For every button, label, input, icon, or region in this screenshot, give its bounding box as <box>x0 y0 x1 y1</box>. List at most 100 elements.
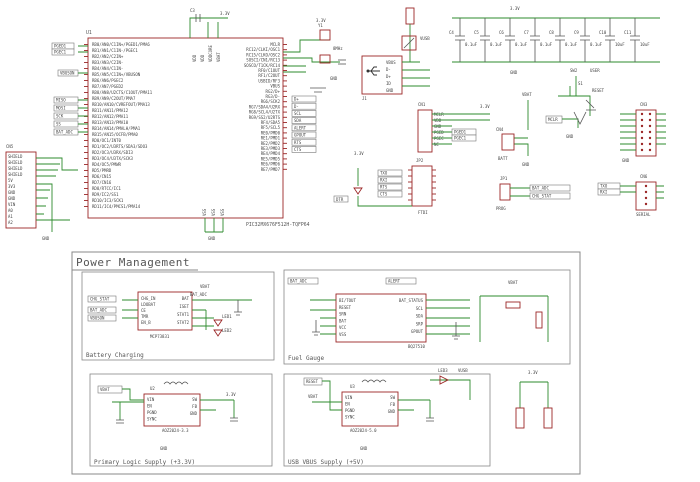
mcu-right-tag: ALERT <box>294 125 307 130</box>
logic-pin-left: PGND <box>147 410 157 415</box>
mcu-left-pin: RB14/AN14/PMALH/PMA1 <box>92 126 141 131</box>
mcu-right-pin: RE7/PMD7 <box>261 167 281 172</box>
mcu-left-pin: RD4/OC5/PMWR <box>92 162 121 167</box>
decoupling-cap-value: 10uF <box>615 42 625 47</box>
icsp-pin: PGEC <box>434 136 444 141</box>
mcu-left-pin: RB11/AN11/PMA12 <box>92 108 129 113</box>
mcu-part-number: PIC32MX676F512H-TQFP64 <box>246 222 310 228</box>
reset-label: RESET <box>592 88 605 93</box>
tp-2 <box>543 407 553 429</box>
mcu-right-pin: RF5/SCL5 <box>261 125 281 130</box>
usb-ic-part: AOZ2024-5.0 <box>350 428 377 433</box>
charger-wires <box>122 299 252 330</box>
serial-ref: CN6 <box>640 174 648 179</box>
mcu-top-pin: VBAT <box>216 52 221 62</box>
fuel-ic-part: BQ27510 <box>408 344 425 349</box>
ftdi-tag: RTS <box>380 185 388 190</box>
usb-supply-pin-right: SW <box>390 395 395 400</box>
icsp-wires <box>432 113 490 145</box>
decoupling-rails <box>452 17 660 63</box>
mcu-right-tag: SDA <box>294 118 302 123</box>
mcu-right-tag-box <box>291 102 317 110</box>
mcu-left-pin: RB15/AN15/OCFB/PMA0 <box>92 132 138 137</box>
ftdi-tag: TXO <box>380 171 388 176</box>
serial-pin <box>644 196 648 200</box>
serial-pin <box>644 190 648 194</box>
decoupling-cap-value: 0.1uF <box>515 42 528 47</box>
mcu-right-pin: RG3/D- <box>266 94 280 99</box>
mcu-right-pin: RE3/PMD3 <box>261 146 281 151</box>
decoupling-cap-ref: C10 <box>599 30 607 35</box>
reset-block: S1 RESET MCLR GND <box>545 81 605 139</box>
mcu-left-pin: RB8/AN8/U2CTS/C1OUT/PMA11 <box>92 90 153 95</box>
mcu-left-pin: RD9/IC2/SS1 <box>92 192 119 197</box>
decoupling-cap-symbol <box>555 18 565 62</box>
reset-wires <box>558 86 591 116</box>
shield-pins: SHIELDSHIELDSHIELDSHIELD5V3V3GNDGNDVINA0… <box>8 154 23 225</box>
decoupling-cap-value: 0.1uF <box>490 42 503 47</box>
ftdi-tag-box <box>377 169 403 177</box>
battery-ref: CN4 <box>496 127 504 132</box>
mcu-left-pin: RB0/AN0/C1IN+/PGED1/PMA6 <box>92 42 150 47</box>
power-management-frame: Power Management <box>71 251 581 475</box>
cn3-pin <box>640 112 644 116</box>
mcu-left-tag: PGEC1 <box>54 50 67 55</box>
logic-ic-ref: U2 <box>150 386 155 391</box>
logic-tag-vin <box>97 385 123 394</box>
usb-supply-pin-right: FB <box>390 402 395 407</box>
charger-tag: BAT_ADC <box>90 308 107 313</box>
usb-supply-pin-right: GND <box>388 409 396 414</box>
logic-supply-label: Primary Logic Supply (+3.3V) <box>94 459 195 466</box>
mcu-left-pin: RD8/RTCC/IC1 <box>92 186 121 191</box>
cn3-pin <box>648 124 652 128</box>
usb-supply-caps <box>426 417 434 422</box>
charger-pin-left: CHG_IN <box>141 296 156 301</box>
shield-pin: SHIELD <box>8 160 23 165</box>
shield-ref: CN5 <box>6 144 14 149</box>
usb-supply-diode-label: LED3 <box>438 368 448 373</box>
crystal-rail: 3.3V <box>316 18 326 23</box>
charger-led2: LED2 <box>222 328 232 333</box>
fuel-sense-res <box>505 301 521 309</box>
charger-vbat: VBAT <box>200 284 210 289</box>
usb-supply-rail: VUSB <box>458 368 468 373</box>
mcu-gnd-label: GND <box>208 236 216 241</box>
cn3-gnd: GND <box>622 158 630 163</box>
mcu-left-pin: RB3/AN3/C2IN- <box>92 60 123 65</box>
decoupling-cap-value: 0.1uF <box>465 42 478 47</box>
mcu-top-wires <box>189 17 228 38</box>
mcu-top-pin: VDD <box>200 54 205 62</box>
cn3-body <box>635 109 657 157</box>
usb-supply-frame <box>283 373 491 467</box>
usb-supply-gnd: GND <box>360 446 368 451</box>
ftdi-tag-dtr <box>333 195 349 203</box>
usb-ic-body <box>341 391 399 427</box>
shield-pin: A2 <box>8 220 13 225</box>
mcu-ref: U1 <box>86 30 92 36</box>
battery-charging-label: Battery Charging <box>86 352 144 359</box>
jp-ref: JP1 <box>500 176 508 181</box>
charger-tag: VBUSON <box>90 316 105 321</box>
mcu-left-tag: MISO <box>56 98 66 103</box>
icsp-body <box>417 109 433 153</box>
mcu-right-tag-box <box>291 124 317 132</box>
mcu-left-pins: RB0/AN0/C1IN+/PGED1/PMA6RB1/AN1/C1IN-/PG… <box>84 42 153 209</box>
mcu-right-tag-box <box>291 117 317 124</box>
mcu-left-tag: SCK <box>56 114 64 119</box>
logic-pin-left: SYNC <box>147 417 157 422</box>
mcu-right-tag: RTS <box>294 140 302 145</box>
battery-block: VBAT CN4 BATT GND <box>496 92 532 167</box>
charger-pin-left: CE <box>141 308 146 313</box>
mcu-left-pin: RD1/OC2/U3RTS/SDA3/SDO3 <box>92 144 148 149</box>
jp-tag-box <box>529 192 571 200</box>
decoupling-cap-symbol <box>480 18 490 62</box>
logic-pin-right: GND <box>190 411 198 416</box>
fuel-pin-right: SRP <box>416 321 424 326</box>
mcu-right-pin: RF0/C1OUT <box>258 68 280 73</box>
